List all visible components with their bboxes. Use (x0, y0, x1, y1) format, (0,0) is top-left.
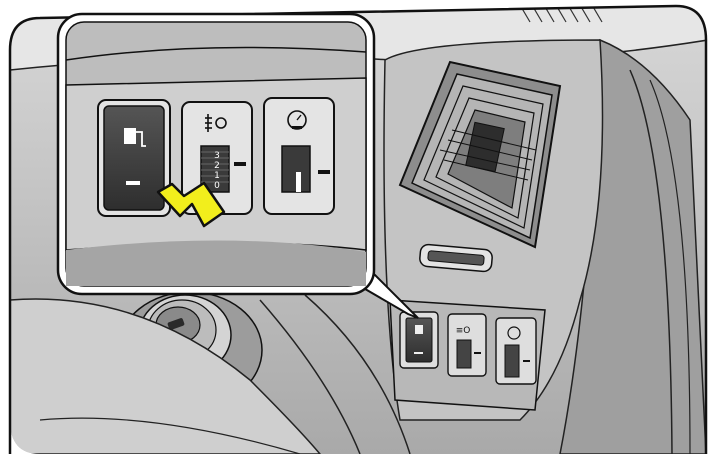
frame-border (8, 4, 708, 454)
lower-dash-left (10, 298, 322, 454)
leveling-wheel[interactable] (200, 145, 230, 193)
instrument-dimmer-dial[interactable] (263, 97, 335, 215)
key-slot (167, 318, 185, 330)
fuel-pump-icon (124, 128, 146, 147)
indicator-mark (126, 181, 140, 185)
fuel-door-opener-button[interactable] (97, 99, 171, 217)
dimmer-level-bar (296, 172, 301, 192)
switch-panel-small: ≡O (389, 299, 546, 411)
scale-digit: 3 (214, 151, 220, 161)
scale-digit: 0 (214, 181, 220, 191)
svg-text:≡O: ≡O (456, 326, 471, 336)
indicator-mark (318, 170, 330, 174)
dimmer-gauge-icon (287, 110, 307, 130)
headlamp-leveling-icon (205, 114, 227, 132)
pointer-arrow (156, 181, 226, 228)
indicator-mark (234, 162, 246, 166)
scale-digit: 1 (214, 171, 220, 181)
air-vent (398, 60, 562, 249)
scale-digit: 2 (214, 161, 220, 171)
